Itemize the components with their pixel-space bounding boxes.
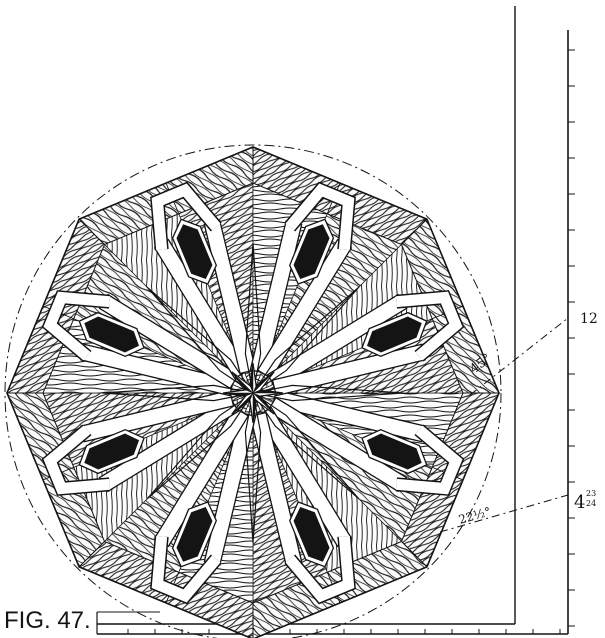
strap-hook	[151, 535, 221, 603]
strap-right	[203, 220, 257, 375]
strap-hook	[285, 183, 355, 251]
star-lozenge	[146, 392, 254, 500]
star-lozenge	[252, 384, 404, 402]
star-lozenge	[244, 242, 262, 394]
scale-label-12: 12	[580, 311, 598, 327]
strap-hook	[285, 535, 355, 603]
black-panel	[366, 433, 422, 470]
strap-hook	[395, 425, 463, 495]
black-panel	[293, 506, 330, 562]
scale-label-4-denominator: 24	[586, 499, 596, 508]
interlaced-straps	[41, 181, 465, 605]
strap-hook	[43, 291, 111, 361]
star-lozenge	[252, 286, 360, 394]
star-lozenge	[102, 384, 254, 402]
star-point-shade	[252, 392, 257, 424]
star-point-shade	[231, 392, 254, 415]
black-panel	[366, 316, 422, 353]
center-star	[222, 362, 284, 424]
strap-hook	[43, 425, 111, 495]
octagon-outline	[6, 146, 500, 638]
angle-label-22: 22½°	[457, 504, 492, 527]
star-point-shade	[252, 392, 275, 415]
strap-right	[80, 389, 235, 443]
star-lozenge	[244, 392, 262, 544]
construction-line-22	[439, 494, 569, 533]
star-point-shade	[222, 392, 254, 397]
strap-right	[98, 293, 240, 390]
strap-right	[271, 343, 426, 397]
black-panel	[293, 224, 330, 280]
figure-caption: FIG. 47.	[4, 607, 91, 634]
black-panel	[176, 224, 213, 280]
star-lozenge	[146, 286, 254, 394]
black-panel	[84, 316, 140, 353]
construction-frame	[96, 6, 569, 635]
star-point-shade	[252, 389, 284, 394]
scale-label-4: 4	[574, 492, 585, 513]
scale-ticks-right	[568, 49, 575, 627]
star-lozenges	[102, 242, 404, 544]
strap-hook	[395, 291, 463, 361]
strap-right	[256, 238, 353, 380]
strap-right	[153, 406, 250, 548]
star-point-shade	[252, 371, 275, 394]
strap-hook	[151, 183, 221, 251]
black-panels	[78, 218, 428, 568]
star-point-shade	[231, 371, 254, 394]
black-panel	[176, 506, 213, 562]
rosette	[6, 146, 500, 638]
strap-right	[266, 396, 408, 493]
circumscribed-circle	[4, 144, 502, 638]
star-lozenge	[252, 392, 360, 500]
scale-label-4-numerator: 23	[586, 489, 596, 498]
star-point-shade	[249, 362, 254, 394]
construction-line-45	[469, 317, 569, 396]
black-panel	[84, 433, 140, 470]
strap-right	[249, 411, 303, 566]
